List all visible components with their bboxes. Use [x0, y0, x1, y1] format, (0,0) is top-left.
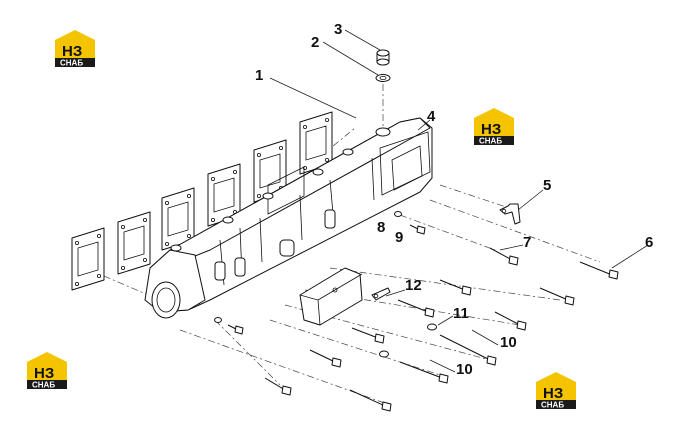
callout-8: 8 — [377, 219, 385, 236]
bracket — [499, 203, 521, 225]
bolt — [349, 389, 392, 412]
logo-sub: СНАБ — [60, 59, 83, 68]
logo-mark: НЗ — [543, 385, 563, 402]
bolt — [539, 287, 575, 306]
callout-7: 7 — [523, 234, 531, 251]
callout-4: 4 — [427, 108, 436, 125]
gasket — [117, 211, 151, 275]
bolt — [579, 261, 619, 280]
bolt — [399, 361, 449, 384]
gasket — [71, 227, 105, 291]
callout-5: 5 — [543, 177, 551, 194]
bolt-set — [227, 224, 619, 412]
logo-sub: СНАБ — [479, 137, 502, 146]
callout-1: 1 — [255, 67, 263, 84]
callout-labels: 1 2 3 4 5 6 7 8 9 10 10 11 12 — [255, 21, 653, 378]
washer-set — [214, 211, 437, 358]
gasket-set — [71, 111, 333, 291]
callout-11: 11 — [453, 305, 469, 322]
callout-2: 2 — [311, 34, 319, 51]
callout-10-lower: 10 — [456, 361, 473, 378]
watermark-logo: НЗ СНАБ — [55, 30, 95, 68]
bolt — [494, 311, 527, 331]
bolt — [489, 247, 519, 266]
bolt — [439, 279, 472, 296]
bolt — [309, 349, 342, 368]
watermark-logo: НЗ СНАБ — [474, 108, 514, 146]
callout-6: 6 — [645, 234, 653, 251]
bolt — [397, 299, 435, 318]
bolt — [351, 327, 385, 344]
exhaust-manifold — [144, 117, 433, 319]
logo-mark: НЗ — [34, 365, 54, 382]
logo-mark: НЗ — [481, 121, 501, 138]
logo-sub: СНАБ — [32, 381, 55, 390]
leader-lines — [269, 29, 649, 373]
watermark-logo: НЗ СНАБ — [536, 372, 576, 410]
bolt — [409, 224, 426, 235]
watermark-logo: НЗ СНАБ — [27, 352, 67, 390]
bolt — [227, 324, 244, 335]
logo-mark: НЗ — [62, 43, 82, 60]
plug-and-washer — [375, 49, 391, 82]
callout-10-upper: 10 — [500, 334, 517, 351]
bolt — [264, 377, 292, 396]
callout-12: 12 — [405, 277, 422, 294]
callout-9: 9 — [395, 229, 403, 246]
callout-3: 3 — [334, 21, 342, 38]
bolt — [439, 334, 497, 366]
heat-shield — [299, 267, 391, 326]
logo-sub: СНАБ — [541, 401, 564, 410]
